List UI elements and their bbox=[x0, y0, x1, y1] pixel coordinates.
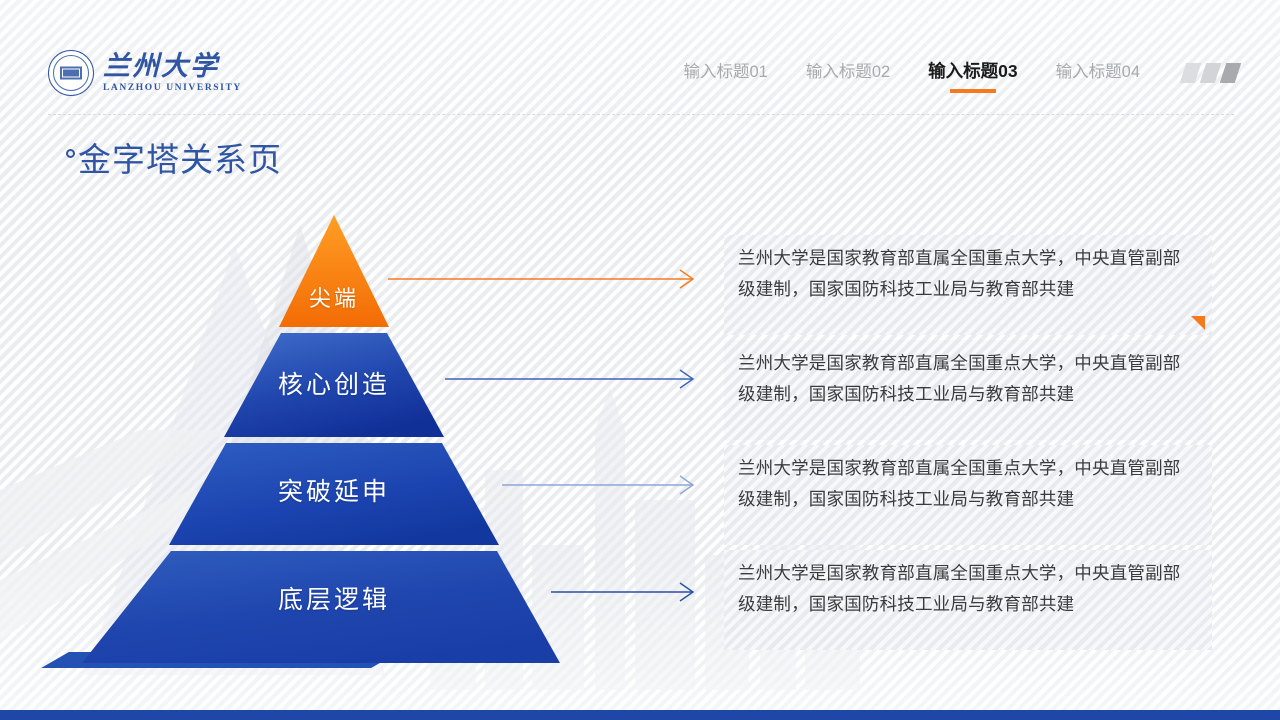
nav-item-1[interactable]: 输入标题01 bbox=[683, 58, 767, 92]
description-panel-4-text: 兰州大学是国家教育部直属全国重点大学，中央直管副部级建制，国家国防科技工业局与教… bbox=[738, 563, 1181, 615]
description-panel-3[interactable]: 兰州大学是国家教育部直属全国重点大学，中央直管副部级建制，国家国防科技工业局与教… bbox=[724, 445, 1212, 545]
pyramid-tier-3-label: 突破延申 bbox=[277, 478, 390, 506]
pyramid-tier-2-label: 核心创造 bbox=[277, 371, 390, 399]
university-logo: 兰州大学 LANZHOU UNIVERSITY bbox=[48, 50, 242, 96]
description-panels: 兰州大学是国家教育部直属全国重点大学，中央直管副部级建制，国家国防科技工业局与教… bbox=[724, 235, 1212, 655]
nav-item-2[interactable]: 输入标题02 bbox=[806, 58, 890, 92]
header-nav: 输入标题01 输入标题02 输入标题03 输入标题04 bbox=[683, 58, 1140, 93]
description-panel-2-text: 兰州大学是国家教育部直属全国重点大学，中央直管副部级建制，国家国防科技工业局与教… bbox=[738, 353, 1181, 405]
description-panel-2[interactable]: 兰州大学是国家教育部直属全国重点大学，中央直管副部级建制，国家国防科技工业局与教… bbox=[724, 340, 1212, 440]
description-panel-1[interactable]: 兰州大学是国家教育部直属全国重点大学，中央直管副部级建制，国家国防科技工业局与教… bbox=[724, 235, 1212, 335]
slide-header: 兰州大学 LANZHOU UNIVERSITY 输入标题01 输入标题02 输入… bbox=[0, 0, 1280, 115]
nav-item-2-label: 输入标题02 bbox=[805, 63, 891, 81]
page-title-block: 金字塔关系页 bbox=[66, 140, 282, 180]
header-divider bbox=[48, 114, 1234, 115]
title-bullet-icon bbox=[66, 149, 75, 158]
nav-item-1-label: 输入标题01 bbox=[683, 63, 768, 81]
description-panel-3-text: 兰州大学是国家教育部直属全国重点大学，中央直管副部级建制，国家国防科技工业局与教… bbox=[738, 458, 1181, 510]
logo-text-block: 兰州大学 LANZHOU UNIVERSITY bbox=[103, 50, 242, 94]
header-decoration-bars bbox=[1179, 63, 1242, 83]
university-seal-icon bbox=[48, 50, 94, 96]
pyramid-diagram: 尖端 核心创造 突破延申 底层逻辑 bbox=[78, 215, 590, 667]
panel-corner-marker-icon bbox=[1191, 316, 1205, 330]
pyramid-tier-4-label: 底层逻辑 bbox=[277, 586, 390, 614]
footer-bar bbox=[0, 710, 1280, 720]
seal-core-glyph bbox=[60, 66, 82, 80]
logo-english-name: LANZHOU UNIVERSITY bbox=[103, 82, 242, 93]
pyramid-tier-1-label: 尖端 bbox=[308, 286, 359, 311]
deco-bar-3 bbox=[1219, 63, 1242, 83]
description-panel-4[interactable]: 兰州大学是国家教育部直属全国重点大学，中央直管副部级建制，国家国防科技工业局与教… bbox=[724, 550, 1212, 650]
deco-bar-2 bbox=[1199, 63, 1222, 83]
page-title: 金字塔关系页 bbox=[78, 141, 282, 178]
nav-item-3[interactable]: 输入标题03 bbox=[928, 58, 1018, 93]
logo-chinese-name: 兰州大学 bbox=[103, 50, 219, 81]
nav-item-3-label: 输入标题03 bbox=[928, 61, 1018, 81]
nav-item-4-label: 输入标题04 bbox=[1055, 63, 1140, 81]
nav-item-4[interactable]: 输入标题04 bbox=[1056, 58, 1140, 92]
nav-active-underline bbox=[949, 89, 996, 93]
description-panel-1-text: 兰州大学是国家教育部直属全国重点大学，中央直管副部级建制，国家国防科技工业局与教… bbox=[738, 248, 1181, 300]
deco-bar-1 bbox=[1179, 63, 1202, 83]
